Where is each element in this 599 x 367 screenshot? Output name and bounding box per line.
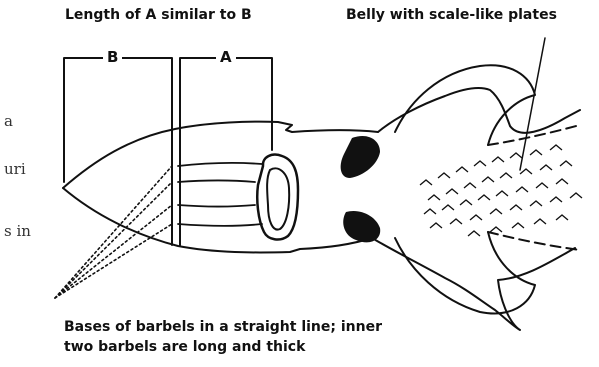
clipped-text-line-3: s in	[4, 222, 31, 240]
belly-edge-bottom	[488, 232, 580, 250]
barbel-leader-lines	[55, 166, 172, 298]
belly-leader-line	[520, 38, 545, 170]
belly-scale-marks	[420, 145, 582, 236]
belly-annotation: Belly with scale-like plates	[346, 7, 557, 23]
gill-marks	[341, 136, 381, 242]
bracket-label-a: A	[216, 49, 236, 65]
snout-outline	[63, 122, 378, 188]
clipped-text-line-1: a	[4, 112, 13, 130]
barbel-annotation-line-2: two barbels are long and thick	[64, 339, 305, 355]
snout-lower-outline	[63, 188, 372, 252]
barbel-annotation-line-1: Bases of barbels in a straight line; inn…	[64, 319, 382, 335]
belly-edge-top	[488, 125, 580, 145]
upper-pectoral-fin	[395, 65, 535, 145]
bracket-label-b: B	[103, 49, 122, 65]
mouth	[257, 155, 298, 240]
barbels	[178, 163, 262, 226]
length-annotation: Length of A similar to B	[65, 7, 252, 23]
clipped-text-line-2: uri	[4, 160, 26, 178]
measurement-brackets	[64, 58, 272, 245]
lower-pectoral-fin	[395, 232, 535, 313]
